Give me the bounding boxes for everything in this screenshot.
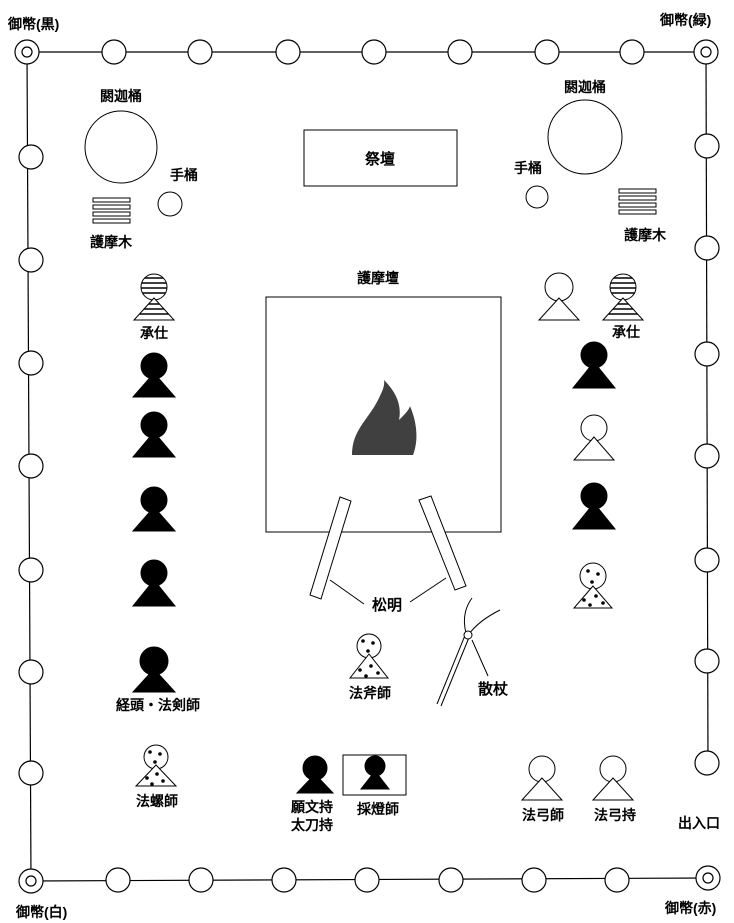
left-firewood-stack xyxy=(92,197,131,224)
rope-post xyxy=(447,39,473,65)
gohei-black-post xyxy=(14,39,40,65)
right-bucket-label: 閼迦桶 xyxy=(564,79,606,95)
rope-post xyxy=(438,867,464,893)
bow-master-figure xyxy=(520,755,564,801)
rope-post xyxy=(694,443,720,469)
right-assistant-label: 承仕 xyxy=(612,324,640,340)
rope-post xyxy=(354,867,380,893)
exit-label: 出入口 xyxy=(678,815,720,831)
rope-post xyxy=(18,760,44,786)
outline-attendant-figure xyxy=(537,272,581,321)
black-attendant-figure xyxy=(131,486,177,532)
staff-label: 散杖 xyxy=(478,680,508,698)
rope-post xyxy=(18,144,44,170)
bow-bearer-figure xyxy=(591,755,635,801)
conch-master-figure xyxy=(134,744,178,787)
rope-post xyxy=(18,659,44,685)
goma-altar-label: 護摩壇 xyxy=(357,270,399,286)
rope-post xyxy=(361,39,387,65)
rope-post xyxy=(101,39,127,65)
torch-pointer-right xyxy=(409,577,447,603)
rope-post xyxy=(18,247,44,273)
altar-label: 祭壇 xyxy=(364,150,395,168)
gohei-green-post xyxy=(693,39,719,65)
right-hand-bucket xyxy=(525,185,549,209)
lamp-master-figure xyxy=(359,755,391,790)
rope-post xyxy=(275,39,301,65)
black-attendant-figure xyxy=(131,559,177,607)
right-hand-bucket-label: 手桶 xyxy=(514,160,542,176)
flame-icon xyxy=(352,380,417,455)
right-firewood-stack xyxy=(618,188,657,215)
left-water-bucket xyxy=(84,110,158,184)
black-attendant-figure xyxy=(571,341,617,389)
rope-post xyxy=(105,867,131,893)
right-water-bucket xyxy=(547,99,623,175)
rope-post xyxy=(18,350,44,376)
left-assistant-figure xyxy=(132,273,176,321)
rope-post xyxy=(187,39,213,65)
right-assistant-figure xyxy=(601,273,645,321)
sutra-sword-master-figure xyxy=(131,646,177,693)
petition-bearer-figure xyxy=(295,755,335,794)
bow-bearer-label: 法弓持 xyxy=(594,807,636,823)
left-torch xyxy=(309,496,352,600)
altar-box xyxy=(303,129,458,187)
corner-label-white: 御幣(白) xyxy=(15,904,67,920)
rope-post xyxy=(694,235,720,261)
rope-post xyxy=(694,648,720,674)
left-assistant-label: 承仕 xyxy=(140,325,168,341)
left-firewood-label: 護摩木 xyxy=(90,234,133,250)
rope-post xyxy=(694,341,720,367)
rope-post xyxy=(604,867,630,893)
petition-bearer-label-line1: 願文持 xyxy=(291,799,333,815)
left-hand-bucket-label: 手桶 xyxy=(170,167,198,183)
sutra-sword-master-label: 経頭・法剣師 xyxy=(116,697,200,713)
petition-bearer-label-line2: 太刀持 xyxy=(291,817,333,833)
gohei-white-post xyxy=(18,868,44,894)
rope-post xyxy=(18,557,44,583)
corner-label-green: 御幣(緑) xyxy=(659,12,711,28)
dotted-attendant-figure xyxy=(572,562,614,609)
rope-post xyxy=(694,133,720,159)
rope-post xyxy=(188,867,214,893)
rope-post xyxy=(694,750,720,776)
left-bucket-label: 閼迦桶 xyxy=(100,88,142,104)
rope-post xyxy=(521,867,547,893)
rope-post xyxy=(18,453,44,479)
corner-label-black: 御幣(黒) xyxy=(7,16,59,32)
rope-post xyxy=(619,39,645,65)
bow-master-label: 法弓師 xyxy=(522,807,564,823)
left-hand-bucket xyxy=(157,191,183,217)
sanjo-staff-icon xyxy=(436,597,501,707)
axe-master-label: 法斧師 xyxy=(349,685,391,701)
black-attendant-figure xyxy=(571,482,617,530)
right-firewood-label: 護摩木 xyxy=(624,227,667,243)
rope-posts xyxy=(18,39,720,893)
corner-label-red: 御幣(赤) xyxy=(664,900,716,916)
rope-post xyxy=(694,547,720,573)
black-attendant-figure xyxy=(131,411,177,458)
rope-post xyxy=(271,867,297,893)
rope-post xyxy=(534,39,560,65)
lamp-master-label: 採燈師 xyxy=(357,801,399,817)
torch-pointer-left xyxy=(329,579,365,605)
outline-attendant-figure xyxy=(572,414,616,461)
axe-master-figure xyxy=(348,633,390,679)
gohei-red-post xyxy=(695,865,721,891)
conch-master-label: 法螺師 xyxy=(136,793,178,809)
right-torch xyxy=(418,495,467,591)
torch-label: 松明 xyxy=(372,596,402,614)
black-attendant-figure xyxy=(131,352,177,398)
